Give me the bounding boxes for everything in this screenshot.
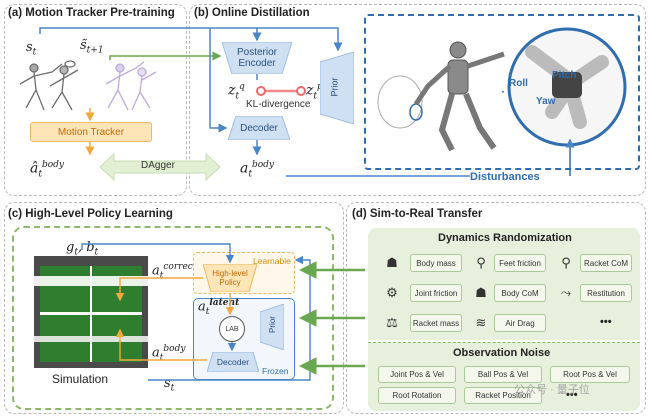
obs-item-root-pos: Root Pos & Vel [550, 366, 630, 383]
disturbances-box [364, 14, 640, 170]
roll-label: Roll [509, 78, 528, 89]
racket-com-icon: ⚲ [561, 255, 571, 270]
dyn-item-body-com: Body CoM [494, 284, 546, 302]
obs-item-more: ••• [566, 389, 578, 401]
robot-figure-b [377, 41, 505, 152]
decoder-label-b: Decoder [240, 122, 278, 134]
restitution-icon: ⤳ [560, 285, 572, 300]
dyn-item-racket-com: Racket CoM [580, 254, 632, 272]
joint-friction-icon: ⚙ [386, 285, 398, 300]
goal-gb: gt, bt [66, 240, 99, 258]
posterior-encoder-shape [222, 42, 292, 74]
state-st-c: st [164, 376, 175, 394]
decoder-shape-b [228, 116, 290, 140]
action-a-latent: atlatent [198, 298, 240, 317]
panel-d-title: (d) Sim-to-Real Transfer [352, 208, 483, 220]
panel-b-title: (b) Online Distillation [194, 7, 310, 19]
action-a-correct: atcorrect [152, 262, 197, 281]
panel-c-title: (c) High-Level Policy Learning [8, 208, 173, 220]
state-st: st [26, 40, 37, 58]
kl-link [256, 86, 306, 96]
dyn-item-feet-friction: Feet friction [494, 254, 546, 272]
arrows-d-to-c [299, 261, 365, 375]
dynamics-randomization-title: Dynamics Randomization [438, 232, 572, 244]
racket-mass-icon: ⚖ [386, 315, 398, 330]
simulation-label: Simulation [52, 372, 109, 386]
action-a-body-c: atbody [152, 344, 186, 363]
obs-item-racket-position: Racket Position [464, 387, 542, 404]
body-com-icon: ☗ [475, 285, 487, 300]
dyn-item-joint-friction: Joint friction [410, 284, 462, 302]
posterior-encoder-label: Posterior Encoder [236, 47, 277, 69]
robot-figures-a [19, 60, 157, 111]
frozen-label: Frozen [262, 366, 289, 376]
action-a-hat: âtbody [30, 160, 65, 180]
pitch-label: Pitch [552, 70, 577, 81]
dyn-item-restitution: Restitution [580, 284, 632, 302]
obs-item-root-rotation: Root Rotation [378, 387, 456, 404]
dyn-item-racket-mass: Racket mass [410, 314, 462, 332]
kl-divergence-label: KL-divergence [246, 99, 311, 110]
observation-noise-title: Observation Noise [453, 347, 551, 359]
dyn-item-air-drag: Air Drag [494, 314, 546, 332]
decoder-shape-c [207, 352, 259, 372]
action-a-body-b: atbody [240, 160, 275, 180]
panel-sim-to-real [346, 202, 646, 414]
panel-motion-tracker [4, 4, 187, 196]
arrows-ab [39, 27, 575, 177]
watermark: 公众号 · 量子位 [514, 384, 590, 396]
high-level-policy-label: High-level Policy [212, 269, 248, 287]
prior-shape-c [260, 304, 284, 350]
ankle-zoom-circle [502, 27, 627, 147]
decoder-label-c: Decoder [216, 357, 250, 367]
dagger-arrow [100, 152, 220, 182]
motion-tracker-box: Motion Tracker [30, 122, 152, 142]
feet-friction-icon: ⚲ [476, 255, 486, 270]
learnable-label: Learnable [253, 256, 291, 266]
panel-a-title: (a) Motion Tracker Pre-training [8, 7, 175, 19]
lab-circle: LAB [219, 316, 245, 342]
yaw-label: Yaw [536, 96, 556, 107]
dyn-item-more: ••• [600, 316, 612, 328]
disturbances-label: Disturbances [470, 171, 540, 183]
simulation-image [34, 256, 148, 368]
panel-online-distillation [189, 4, 646, 196]
air-drag-icon: ≋ [475, 315, 487, 330]
obs-item-ball: Ball Pos & Vel [464, 366, 542, 383]
panel-high-level-policy [4, 202, 344, 414]
state-s-next: s̃t+1 [80, 38, 104, 56]
dyn-item-body-mass: Body mass [410, 254, 462, 272]
prior-shape-b [320, 52, 354, 124]
latent-zq: ztq [228, 82, 245, 102]
obs-item-joint: Joint Pos & Vel [378, 366, 456, 383]
dagger-label: DAgger [141, 160, 175, 171]
body-mass-icon: ☗ [386, 255, 398, 270]
high-level-policy-shape [203, 264, 257, 292]
